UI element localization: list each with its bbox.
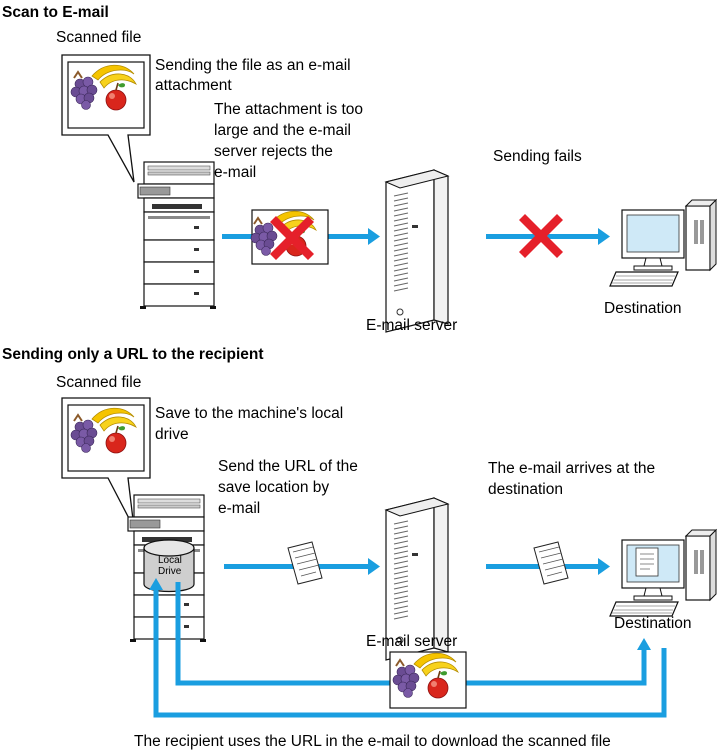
email-server-icon <box>385 169 449 333</box>
section-title-send-url: Sending only a URL to the recipient <box>2 346 264 363</box>
email-server-label: E-mail server <box>366 633 458 650</box>
note-reject-line-2: large and the e-mail <box>214 122 351 139</box>
note-reject-line-1: The attachment is too <box>214 101 364 118</box>
scanned-file-bubble-1 <box>61 54 151 183</box>
attached-file-failed-icon <box>250 209 329 265</box>
downloaded-file-icon <box>389 651 467 709</box>
note-save-line-1: Save to the machine's local <box>155 405 344 422</box>
destination-pc-icon <box>609 199 717 287</box>
note-attach-line-2: attachment <box>155 77 232 94</box>
note-reject-line-3: server rejects the <box>214 143 333 160</box>
note-url-line-3: e-mail <box>218 500 261 517</box>
download-caption: The recipient uses the URL in the e-mail… <box>134 733 611 750</box>
note-attach-line-1: Sending the file as an e-mail <box>155 57 351 74</box>
mfp-printer-icon <box>137 161 217 310</box>
destination-label: Destination <box>604 300 682 317</box>
url-email-doc-icon <box>287 541 323 585</box>
note-url-line-1: Send the URL of the <box>218 458 358 475</box>
note-arrives-line-2: destination <box>488 481 563 498</box>
note-save-line-2: drive <box>155 426 189 443</box>
scanned-file-bubble-2 <box>61 397 151 529</box>
local-drive-label-line-2: Drive <box>158 566 182 577</box>
destination-pc-icon <box>609 529 717 617</box>
local-drive-label-line-1: Local <box>158 555 182 566</box>
email-server-label: E-mail server <box>366 317 458 334</box>
note-url-line-2: save location by <box>218 479 330 496</box>
scanned-file-label: Scanned file <box>56 29 142 46</box>
note-arrives-line-1: The e-mail arrives at the <box>488 460 656 477</box>
url-email-doc-icon <box>533 541 569 585</box>
download-path-outer <box>149 578 667 718</box>
destination-label: Destination <box>614 615 692 632</box>
note-reject-line-4: e-mail <box>214 164 257 181</box>
section-title-scan-to-email: Scan to E-mail <box>2 4 109 21</box>
scanned-file-label: Scanned file <box>56 374 142 391</box>
sending-fails-label: Sending fails <box>493 148 582 165</box>
